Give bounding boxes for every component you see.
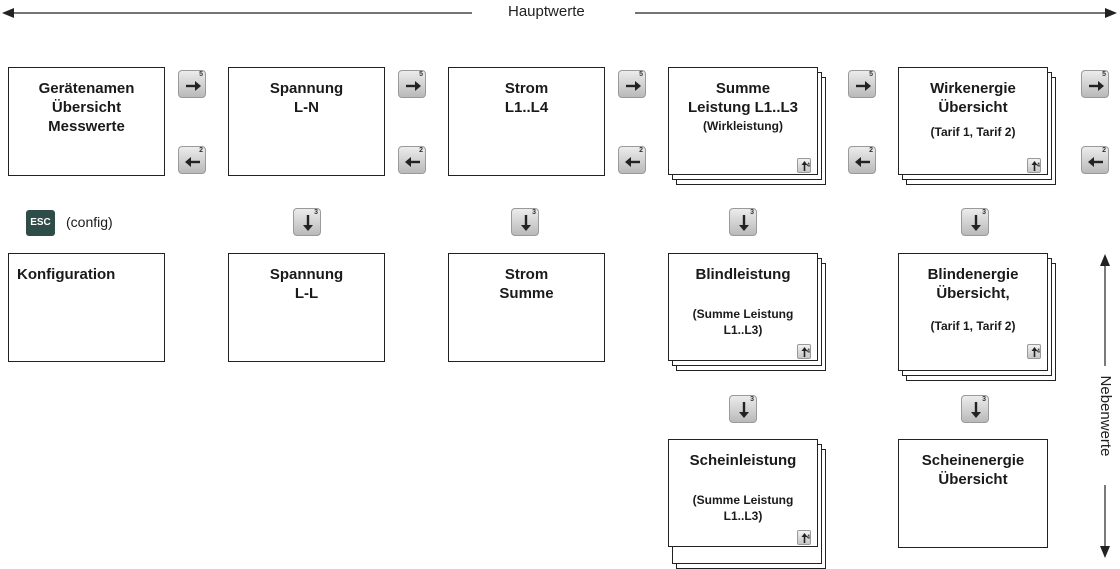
box-konfiguration: Konfiguration bbox=[8, 253, 165, 362]
right-key-index: 5 bbox=[199, 71, 203, 78]
box-blindleistung-sub-1: (Summe Leistung bbox=[692, 307, 794, 321]
left-key-index: 2 bbox=[419, 147, 423, 154]
right-arrow-key-icon[interactable]: 5 bbox=[1081, 70, 1109, 98]
left-key-index: 2 bbox=[1102, 147, 1106, 154]
box-geraetenamen-line-2: Übersicht bbox=[51, 99, 122, 116]
box-scheinenergie-line-1: Scheinenergie bbox=[921, 452, 1025, 469]
box-spannung-ln-line-1: Spannung bbox=[269, 80, 344, 97]
box-spannung-ln-line-2: L-N bbox=[294, 99, 319, 116]
box-blindleistung: Blindleistung (Summe Leistung L1..L3) 4 bbox=[668, 253, 818, 361]
esc-config-label: (config) bbox=[66, 214, 113, 230]
box-geraetenamen: Gerätenamen Übersicht Messwerte bbox=[8, 67, 165, 176]
down-key-index: 3 bbox=[314, 209, 318, 216]
down-key-index: 3 bbox=[982, 209, 986, 216]
box-wirkenergie-line-2: Übersicht bbox=[938, 99, 1008, 116]
up-key-index: 4 bbox=[806, 349, 810, 355]
box-wirkenergie-line-1: Wirkenergie bbox=[930, 80, 1016, 97]
right-key-index: 5 bbox=[869, 71, 873, 78]
box-wirkenergie: Wirkenergie Übersicht (Tarif 1, Tarif 2)… bbox=[898, 67, 1048, 175]
up-key-index: 4 bbox=[806, 535, 810, 541]
up-key-icon[interactable]: 4 bbox=[797, 158, 811, 173]
up-key-icon[interactable]: 4 bbox=[1027, 158, 1041, 173]
nebenwerte-axis bbox=[1100, 254, 1110, 558]
right-key-index: 5 bbox=[639, 71, 643, 78]
up-key-index: 4 bbox=[1036, 349, 1040, 355]
right-arrow-key-icon[interactable]: 5 bbox=[178, 70, 206, 98]
down-arrow-key-icon[interactable]: 3 bbox=[961, 208, 989, 236]
box-scheinleistung-sub-2: L1..L3) bbox=[723, 509, 763, 523]
box-summe-leistung-sub: (Wirkleistung) bbox=[703, 119, 783, 133]
box-spannung-ll-line-1: Spannung bbox=[269, 266, 344, 283]
box-scheinleistung-sub-1: (Summe Leistung bbox=[692, 493, 794, 507]
box-blindenergie: Blindenergie Übersicht, (Tarif 1, Tarif … bbox=[898, 253, 1048, 371]
box-blindenergie-line-2: Übersicht, bbox=[936, 285, 1010, 302]
left-key-index: 2 bbox=[869, 147, 873, 154]
right-key-index: 5 bbox=[419, 71, 423, 78]
down-arrow-key-icon[interactable]: 3 bbox=[293, 208, 321, 236]
down-arrow-key-icon[interactable]: 3 bbox=[729, 208, 757, 236]
box-strom-l14-line-2: L1..L4 bbox=[504, 99, 549, 116]
box-konfiguration-line-1: Konfiguration bbox=[17, 266, 116, 283]
box-scheinleistung: Scheinleistung (Summe Leistung L1..L3) 4 bbox=[668, 439, 818, 547]
esc-key-label: ESC bbox=[30, 217, 51, 228]
up-key-index: 4 bbox=[1036, 163, 1040, 169]
left-arrow-key-icon[interactable]: 2 bbox=[1081, 146, 1109, 174]
right-arrow-key-icon[interactable]: 5 bbox=[618, 70, 646, 98]
down-key-index: 3 bbox=[532, 209, 536, 216]
esc-key-index: 1 bbox=[49, 203, 53, 210]
nebenwerte-label: Nebenwerte bbox=[1096, 366, 1114, 466]
box-summe-leistung-line-1: Summe bbox=[715, 80, 771, 97]
box-geraetenamen-line-1: Gerätenamen bbox=[38, 80, 135, 97]
box-strom-summe: Strom Summe bbox=[448, 253, 605, 362]
left-key-index: 2 bbox=[199, 147, 203, 154]
up-key-index: 4 bbox=[806, 163, 810, 169]
down-key-index: 3 bbox=[750, 396, 754, 403]
down-arrow-key-icon[interactable]: 3 bbox=[961, 395, 989, 423]
box-scheinenergie: Scheinenergie Übersicht bbox=[898, 439, 1048, 548]
esc-key-icon[interactable]: ESC 1 bbox=[26, 203, 55, 236]
right-key-index: 5 bbox=[1102, 71, 1106, 78]
down-key-index: 3 bbox=[750, 209, 754, 216]
box-scheinenergie-line-2: Übersicht bbox=[938, 471, 1008, 488]
box-geraetenamen-line-3: Messwerte bbox=[48, 118, 125, 135]
box-spannung-ll: Spannung L-L bbox=[228, 253, 385, 362]
hauptwerte-label: Hauptwerte bbox=[508, 3, 585, 20]
box-blindenergie-sub: (Tarif 1, Tarif 2) bbox=[930, 319, 1016, 333]
left-key-index: 2 bbox=[639, 147, 643, 154]
up-key-icon[interactable]: 4 bbox=[1027, 344, 1041, 359]
box-spannung-ln: Spannung L-N bbox=[228, 67, 385, 176]
down-arrow-key-icon[interactable]: 3 bbox=[729, 395, 757, 423]
left-arrow-key-icon[interactable]: 2 bbox=[618, 146, 646, 174]
up-key-icon[interactable]: 4 bbox=[797, 344, 811, 359]
box-blindleistung-sub-2: L1..L3) bbox=[723, 323, 763, 337]
box-summe-leistung-line-2: Leistung L1..L3 bbox=[687, 99, 798, 116]
right-arrow-key-icon[interactable]: 5 bbox=[398, 70, 426, 98]
up-key-icon[interactable]: 4 bbox=[797, 530, 811, 545]
left-arrow-key-icon[interactable]: 2 bbox=[398, 146, 426, 174]
box-blindleistung-line-1: Blindleistung bbox=[695, 266, 791, 283]
box-strom-summe-line-2: Summe bbox=[499, 285, 554, 302]
box-strom-l14: Strom L1..L4 bbox=[448, 67, 605, 176]
down-arrow-key-icon[interactable]: 3 bbox=[511, 208, 539, 236]
box-scheinleistung-line-1: Scheinleistung bbox=[689, 452, 797, 469]
box-strom-l14-line-1: Strom bbox=[504, 80, 549, 97]
hauptwerte-axis bbox=[2, 8, 1117, 18]
box-blindenergie-line-1: Blindenergie bbox=[927, 266, 1019, 283]
left-arrow-key-icon[interactable]: 2 bbox=[848, 146, 876, 174]
box-spannung-ll-line-2: L-L bbox=[294, 285, 319, 302]
right-arrow-key-icon[interactable]: 5 bbox=[848, 70, 876, 98]
box-strom-summe-line-1: Strom bbox=[504, 266, 549, 283]
box-wirkenergie-sub: (Tarif 1, Tarif 2) bbox=[930, 125, 1016, 139]
box-summe-leistung: Summe Leistung L1..L3 (Wirkleistung) 4 bbox=[668, 67, 818, 175]
left-arrow-key-icon[interactable]: 2 bbox=[178, 146, 206, 174]
down-key-index: 3 bbox=[982, 396, 986, 403]
